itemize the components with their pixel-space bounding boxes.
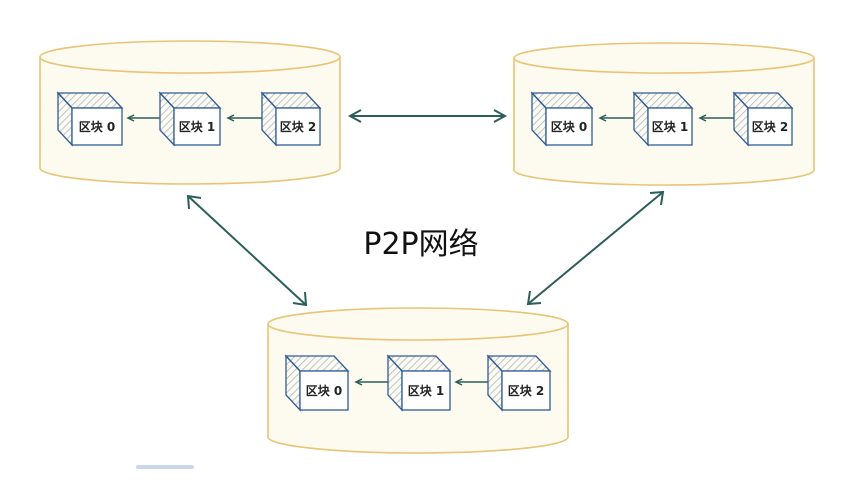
connections	[186, 109, 665, 307]
node-top-right: 区块 0 区块 1 区块 2	[513, 42, 815, 186]
block-0: 区块 0	[284, 354, 350, 412]
block-label: 区块 0	[306, 383, 343, 398]
block-front-face	[401, 370, 451, 411]
block-label: 区块 2	[280, 119, 317, 134]
connection-top-left-top-right	[347, 109, 508, 123]
block-label: 区块 1	[179, 119, 216, 134]
connection-line	[187, 195, 307, 306]
block-2: 区块 2	[732, 91, 794, 147]
connection-line	[527, 191, 664, 305]
database-top	[513, 42, 815, 74]
block-2: 区块 2	[260, 91, 322, 147]
connection-top-right-bottom	[526, 190, 665, 306]
node-top-left: 区块 0 区块 1 区块 2	[39, 40, 341, 185]
block-label: 区块 0	[551, 119, 588, 134]
arrowhead-left	[347, 109, 362, 123]
block-front-face	[647, 107, 693, 146]
block-label: 区块 2	[508, 383, 545, 398]
block-1: 区块 1	[158, 91, 222, 147]
diagram-title: P2P网络	[363, 227, 478, 262]
decorative-bar	[136, 465, 194, 469]
block-front-face	[299, 370, 349, 411]
block-front-face	[545, 107, 593, 146]
block-label: 区块 0	[79, 119, 116, 134]
connection-top-left-bottom	[186, 194, 308, 307]
block-label: 区块 1	[652, 119, 689, 134]
chain-arrowhead	[226, 114, 235, 122]
database-top	[267, 307, 569, 341]
arrowhead-bottom	[526, 290, 542, 306]
block-1: 区块 1	[386, 354, 452, 412]
block-0: 区块 0	[56, 91, 124, 147]
block-front-face	[501, 370, 551, 411]
block-front-face	[173, 107, 221, 146]
block-front-face	[275, 107, 321, 146]
chain-arrowhead	[698, 114, 707, 122]
chain-arrowhead	[598, 114, 607, 122]
block-chain-arrows	[354, 378, 488, 386]
block-chain-arrows	[598, 114, 734, 122]
chain-arrowhead	[354, 378, 363, 386]
block-front-face	[71, 107, 123, 146]
database-top	[39, 40, 341, 74]
node-bottom: 区块 0 区块 1 区块 2	[267, 307, 569, 454]
block-2: 区块 2	[486, 354, 552, 412]
block-0: 区块 0	[530, 91, 594, 147]
chain-arrowhead	[126, 114, 135, 122]
block-front-face	[747, 107, 793, 146]
arrowhead-right	[493, 109, 508, 123]
arrowhead-top	[186, 194, 202, 210]
block-label: 区块 1	[408, 383, 445, 398]
block-1: 区块 1	[632, 91, 694, 147]
chain-arrowhead	[454, 378, 463, 386]
arrowhead-bottom	[292, 291, 308, 307]
block-chain-arrows	[126, 114, 262, 122]
arrowhead-top	[649, 190, 665, 206]
block-label: 区块 2	[752, 119, 789, 134]
